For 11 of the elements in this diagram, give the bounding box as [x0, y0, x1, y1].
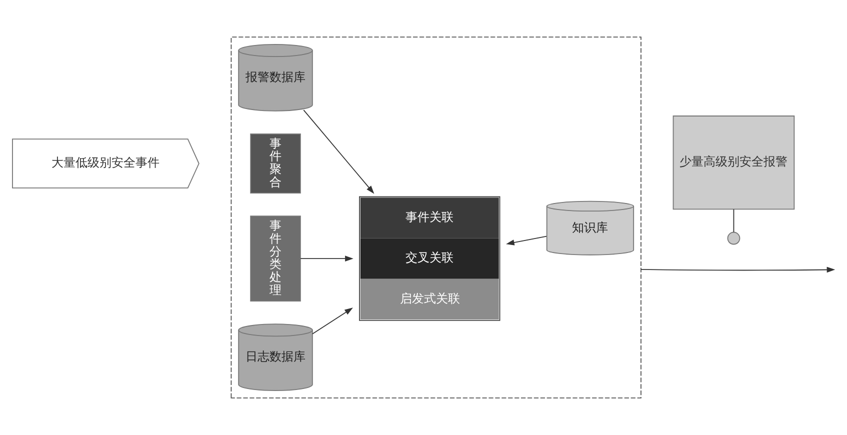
cluster — [230, 36, 642, 398]
arrow — [300, 256, 354, 262]
arrow — [303, 110, 374, 194]
arrow — [312, 308, 353, 334]
arrow — [640, 266, 836, 273]
connector — [733, 208, 734, 233]
node-box: 少量高级别安全报警 — [672, 116, 795, 210]
node-circle — [727, 232, 740, 245]
node-box: 事件分类处理 — [250, 216, 301, 302]
arrow — [506, 236, 547, 246]
node-box: 事件聚合 — [250, 134, 301, 194]
